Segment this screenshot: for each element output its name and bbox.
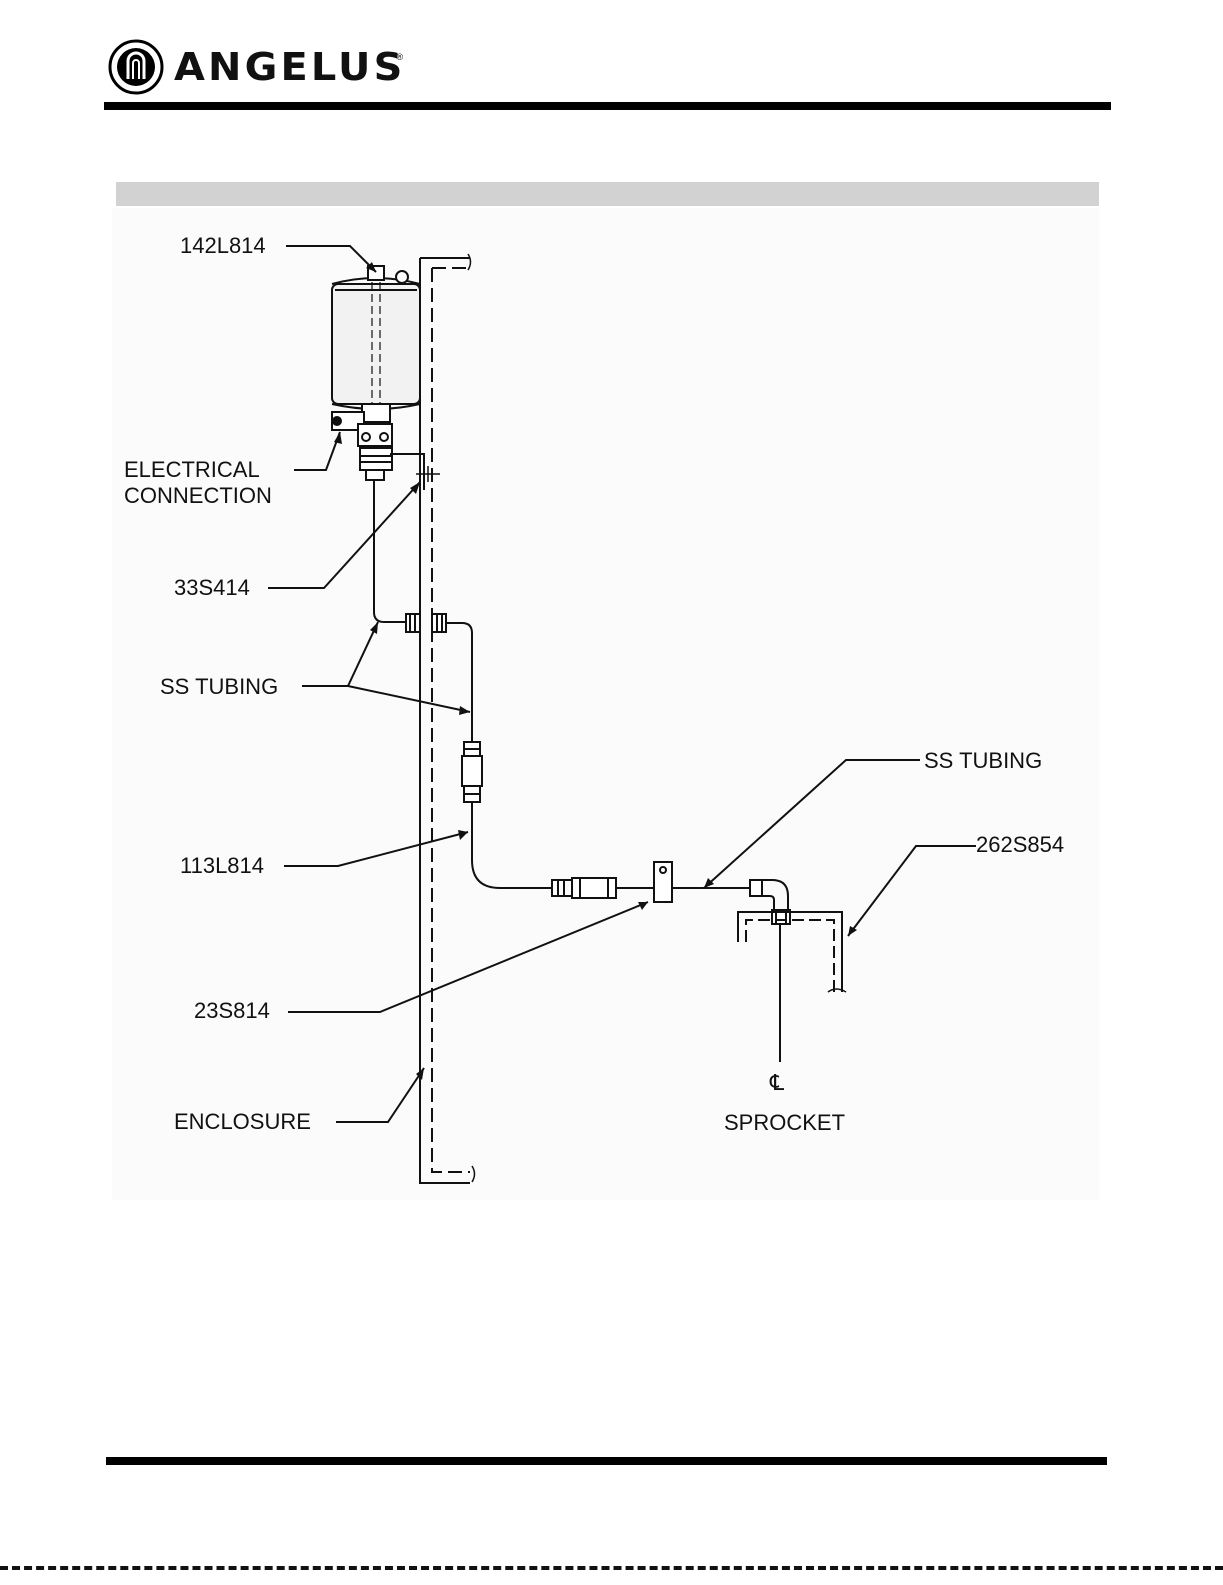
inline-fitting — [552, 878, 616, 898]
label-sprocket: SPROCKET — [724, 1110, 845, 1136]
leader-ss-tubing-right — [704, 760, 920, 888]
reservoir-142l814 — [332, 266, 420, 480]
footer-rule — [106, 1457, 1107, 1465]
leader-142l814 — [286, 246, 376, 272]
guard-262s854 — [738, 912, 846, 992]
leader-electrical — [294, 432, 340, 470]
tube-segment-2 — [446, 623, 472, 742]
enclosure-wall — [420, 254, 475, 1183]
leader-ss-tubing-left — [302, 622, 470, 712]
label-262s854: 262S854 — [976, 832, 1064, 858]
leader-113l814 — [284, 832, 468, 866]
elbow-fitting — [750, 880, 790, 924]
bulkhead-fitting — [406, 614, 446, 632]
leader-33s414 — [268, 482, 420, 588]
valve-23s814 — [654, 862, 672, 902]
filter-113l814 — [462, 742, 482, 802]
label-electrical-connection-2: CONNECTION — [124, 483, 272, 509]
leader-enclosure — [336, 1068, 424, 1122]
page-cut-line — [0, 1566, 1223, 1570]
label-33s414: 33S414 — [174, 575, 250, 601]
tube-segment-3 — [472, 802, 552, 888]
leader-23s814 — [288, 902, 648, 1012]
label-113l814: 113L814 — [180, 853, 264, 879]
label-enclosure: ENCLOSURE — [174, 1109, 311, 1135]
label-23s814: 23S814 — [194, 998, 270, 1024]
label-ss-tubing-right: SS TUBING — [924, 748, 1042, 774]
label-ss-tubing-left: SS TUBING — [160, 674, 278, 700]
centerline-symbol: ℄ — [770, 1070, 784, 1096]
label-electrical-connection-1: ELECTRICAL — [124, 457, 260, 483]
label-142l814: 142L814 — [180, 233, 266, 259]
leader-262s854 — [848, 846, 976, 936]
